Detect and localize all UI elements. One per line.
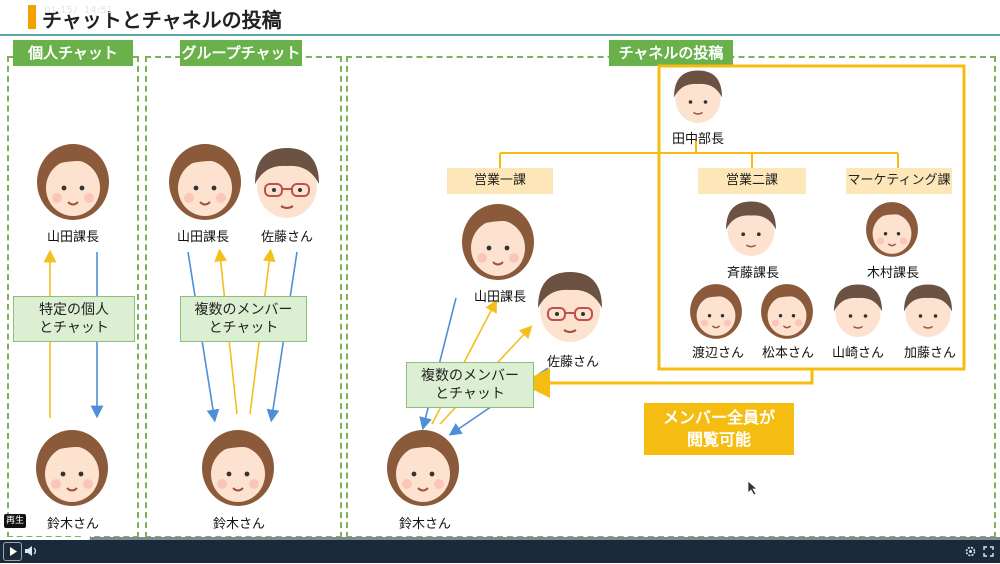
play-button[interactable] — [3, 542, 22, 561]
play-tooltip: 再生 — [4, 514, 26, 528]
person-name-sato: 佐藤さん — [546, 355, 599, 370]
person-name-watanabe: 渡辺さん — [691, 346, 744, 361]
callout-line-2: 閲覧可能 — [686, 430, 751, 449]
caption-line-1: 複数のメンバー — [194, 302, 293, 318]
person-name-saito: 斉藤課長 — [726, 266, 779, 281]
all-members-callout: メンバー全員が 閲覧可能 — [644, 403, 794, 455]
current-time: 01:15 — [44, 5, 73, 16]
fullscreen-icon[interactable] — [983, 546, 994, 557]
personal-chat-caption: 特定の個人 とチャット — [13, 296, 135, 342]
progress-fill — [0, 537, 86, 540]
page-title: チャットとチャネルの投稿 — [42, 8, 282, 32]
settings-icon[interactable] — [965, 546, 976, 557]
channel-chat-caption: 複数のメンバー とチャット — [406, 362, 534, 408]
callout-line-1: メンバー全員が — [662, 408, 775, 427]
caption-line-1: 複数のメンバー — [421, 368, 519, 384]
person-name-suzuki: 鈴木さん — [212, 517, 265, 532]
play-icon — [10, 547, 17, 556]
person-name-kimura: 木村課長 — [866, 266, 919, 281]
caption-line-2: とチャット — [208, 320, 279, 336]
cursor-icon — [748, 481, 758, 495]
duration: 14:51 — [84, 5, 113, 16]
volume-icon[interactable] — [24, 545, 38, 557]
person-name-matsumoto: 松本さん — [761, 346, 814, 361]
person-name-yamada: 山田課長 — [473, 290, 526, 305]
title-accent-bar — [28, 5, 36, 29]
caption-line-1: 特定の個人 — [39, 302, 109, 318]
person-name-kato: 加藤さん — [903, 346, 956, 361]
person-name-suzuki: 鈴木さん — [46, 517, 99, 532]
progress-track[interactable] — [0, 537, 1000, 540]
caption-line-2: とチャット — [435, 386, 505, 402]
person-name-tanaka: 田中部長 — [671, 132, 724, 147]
title-bar — [0, 0, 1000, 36]
personal-chat-label: 個人チャット — [13, 40, 133, 66]
progress-handle[interactable] — [82, 534, 90, 542]
time-separator: / — [74, 5, 78, 16]
dept-sales1: 営業一課 — [447, 168, 553, 194]
player-controls — [0, 540, 1000, 563]
dept-sales2: 営業二課 — [698, 168, 806, 194]
group-chat-caption: 複数のメンバー とチャット — [180, 296, 307, 342]
channel-label: チャネルの投稿 — [609, 40, 733, 66]
caption-line-2: とチャット — [39, 320, 109, 336]
person-name-sato: 佐藤さん — [260, 230, 313, 245]
person-name-yamazaki: 山崎さん — [831, 346, 884, 361]
person-name-yamada: 山田課長 — [46, 230, 99, 245]
person-name-yamada: 山田課長 — [176, 230, 229, 245]
group-chat-label: グループチャット — [180, 40, 302, 66]
dept-marketing: マーケティング課 — [846, 168, 952, 194]
person-name-suzuki: 鈴木さん — [398, 517, 451, 532]
